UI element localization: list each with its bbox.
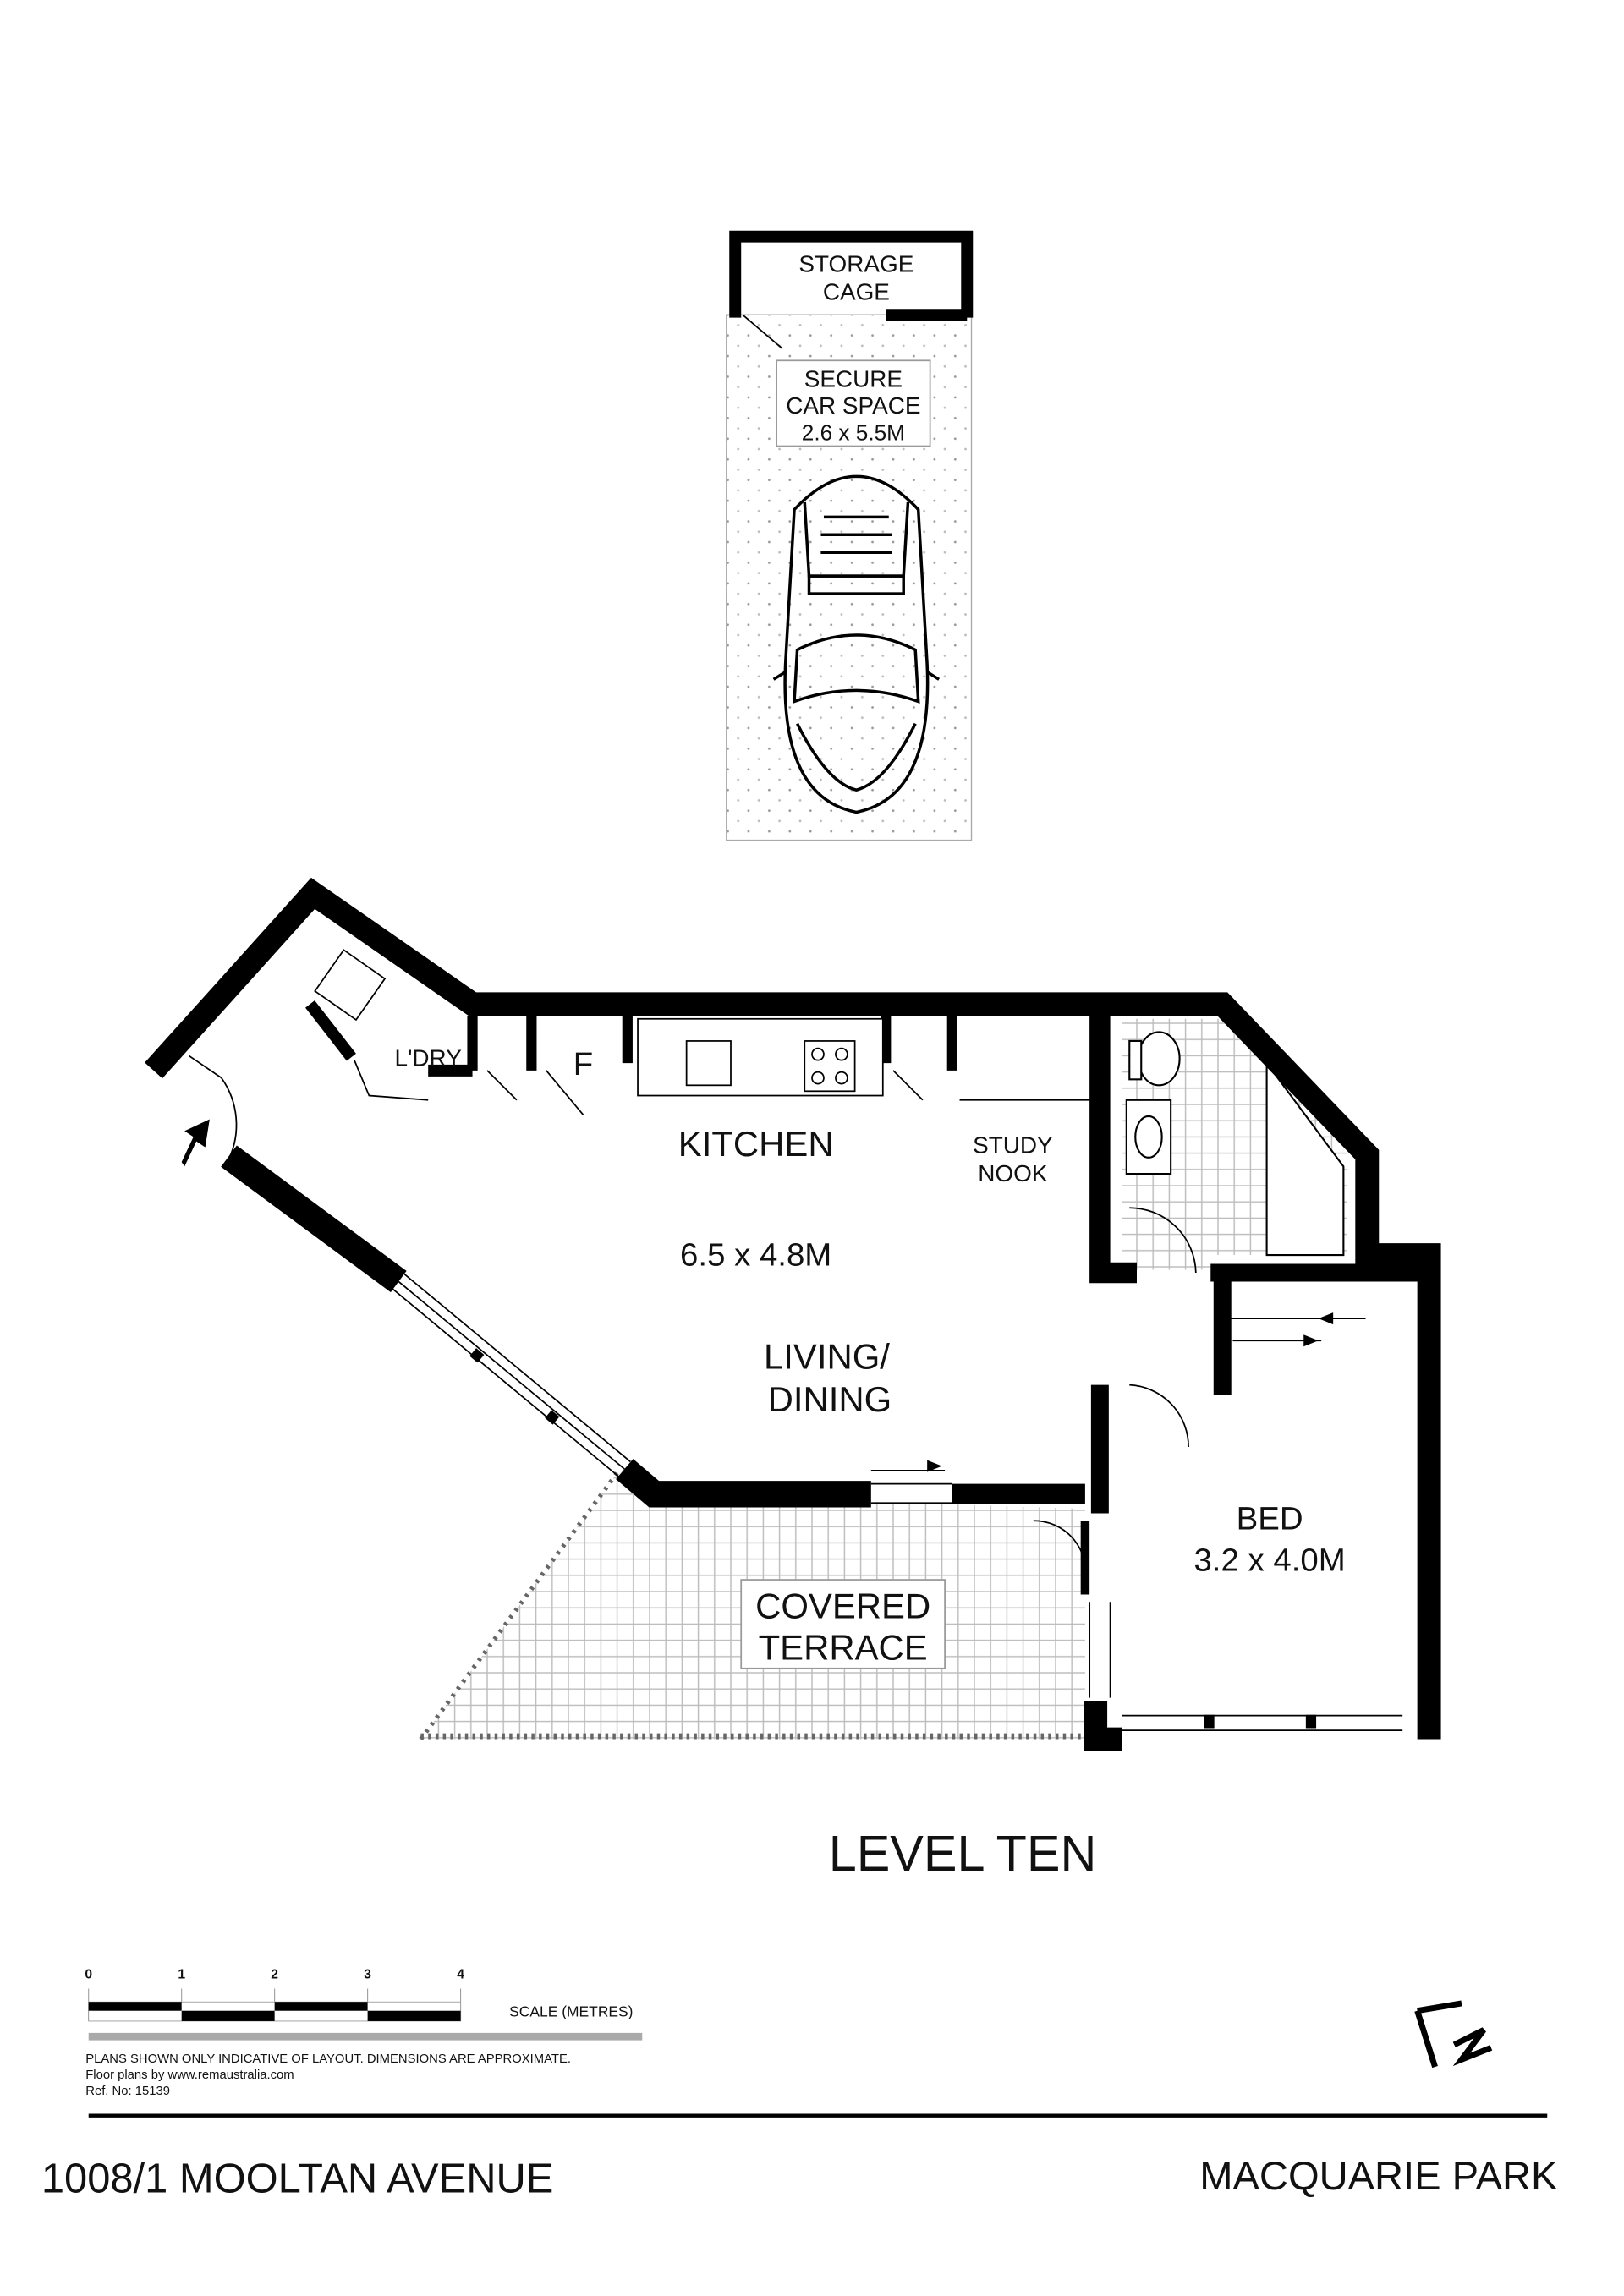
study-label: STUDY	[973, 1132, 1053, 1159]
laundry-label: L'DRY	[395, 1045, 462, 1071]
car-space-dimensions: 2.6 x 5.5M	[802, 420, 905, 446]
room-labels: L'DRY F KITCHEN STUDY NOOK 6.5 x 4.8M LI…	[395, 1045, 1346, 1669]
windows	[392, 1274, 1403, 1731]
toilet-icon	[1137, 1031, 1181, 1087]
secure-label: SECURE	[804, 366, 903, 392]
kitchen-label: KITCHEN	[678, 1124, 834, 1164]
laundry-tub-icon	[314, 949, 387, 1022]
credit-line: Floor plans by www.remaustralia.com	[85, 2069, 294, 2082]
entry-door-swing	[221, 1077, 238, 1159]
car-space: STORAGE CAGE SECURE CAR SPACE 2.6 x 5.5M	[726, 230, 974, 841]
disclaimer: PLANS SHOWN ONLY INDICATIVE OF LAYOUT. D…	[85, 2052, 571, 2098]
suburb: MACQUARIE PARK	[1199, 2153, 1557, 2198]
kitchen-bench	[314, 949, 1096, 1101]
storage-cage-walls	[729, 230, 974, 321]
bathroom-fixtures	[1125, 1031, 1345, 1257]
terrace-label-box	[740, 1579, 946, 1669]
cooktop-icon	[804, 1040, 856, 1093]
car-space-label-box	[776, 359, 931, 447]
terrace-label: COVERED	[755, 1586, 930, 1625]
entry-arrow-icon	[181, 1119, 210, 1167]
disclaimer-line: PLANS SHOWN ONLY INDICATIVE OF LAYOUT. D…	[85, 2052, 571, 2066]
fridge-label: F	[573, 1046, 593, 1082]
car-space-label: CAR SPACE	[786, 392, 920, 419]
basin-icon	[1134, 1115, 1163, 1159]
nook-label: NOOK	[978, 1160, 1048, 1186]
scale-tick-label: 4	[457, 1967, 464, 1981]
sink-icon	[685, 1040, 732, 1087]
level-title: LEVEL TEN	[829, 1825, 1097, 1882]
scale-tick-label: 1	[178, 1967, 185, 1981]
bed-label: BED	[1237, 1501, 1303, 1537]
car-icon	[772, 474, 941, 814]
north-arrow-icon	[1414, 2000, 1493, 2069]
terrace-label-2: TERRACE	[759, 1627, 928, 1667]
scale-tick-label: 2	[271, 1967, 278, 1981]
terrace-balustrade	[419, 1467, 623, 1741]
bed-dimensions: 3.2 x 4.0M	[1193, 1543, 1345, 1579]
shower-icon	[1265, 1060, 1345, 1257]
scale-label: SCALE (METRES)	[509, 2003, 633, 2020]
toilet-cistern-icon	[1128, 1039, 1143, 1081]
reference-number: Ref. No: 15139	[85, 2085, 170, 2098]
sliding-door-arrows	[927, 1312, 1334, 1472]
doors	[188, 1055, 1197, 1581]
scale-bar: 0 1 2 3 4 SCALE (METRES)	[85, 1967, 643, 2041]
living-dimensions: 6.5 x 4.8M	[680, 1236, 831, 1273]
walls	[145, 877, 1441, 1751]
living-label: LIVING/	[764, 1336, 890, 1376]
vanity-icon	[1125, 1099, 1172, 1175]
dining-label: DINING	[768, 1379, 892, 1419]
storage-label: STORAGE	[798, 251, 914, 277]
scale-tick-label: 0	[85, 1967, 92, 1981]
storage-cage-door	[742, 314, 783, 350]
scale-tick-label: 3	[364, 1967, 371, 1981]
address: 1008/1 MOOLTAN AVENUE	[41, 2156, 554, 2201]
cage-label: CAGE	[823, 279, 890, 305]
